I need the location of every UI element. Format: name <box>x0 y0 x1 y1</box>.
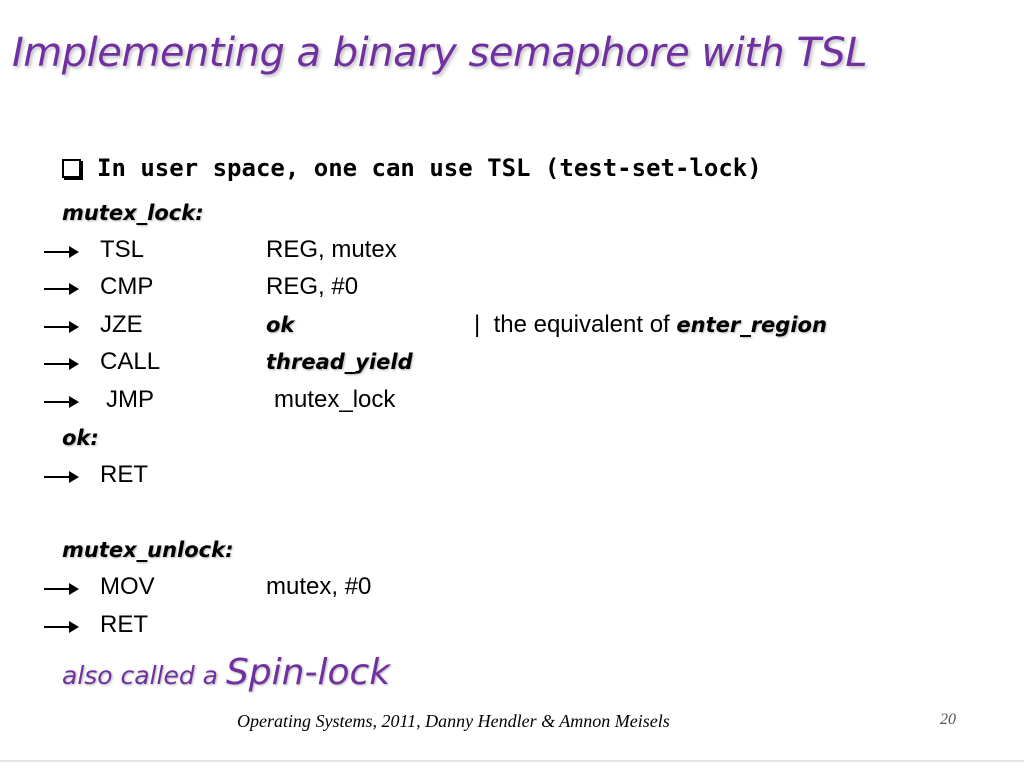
code-comment: | the equivalent of enter_region <box>474 311 827 339</box>
code-line-jmp: JMP mutex_lock <box>0 386 1000 420</box>
operand: REG, #0 <box>266 273 359 300</box>
code-line-jze: JZE ok | the equivalent of enter_region <box>0 311 1000 345</box>
slide-footer: Operating Systems, 2011, Danny Hendler &… <box>237 711 670 731</box>
comment-text: | the equivalent of <box>474 311 677 338</box>
opcode: RET <box>100 461 148 488</box>
bullet-text: In user space, one can use TSL (test-set… <box>97 154 762 182</box>
comment-emphasis: enter_region <box>676 313 827 337</box>
operand: mutex_lock <box>274 386 396 413</box>
label-mutex-unlock: mutex_unlock: <box>62 538 234 562</box>
code-line-tsl: TSL REG, mutex <box>0 236 1000 270</box>
label-ok: ok: <box>62 426 99 450</box>
opcode: JMP <box>106 386 154 413</box>
opcode: CMP <box>100 273 154 300</box>
spin-lock-term: Spin-lock <box>225 652 391 693</box>
right-arrow-icon <box>44 283 79 295</box>
right-arrow-icon <box>44 621 79 633</box>
operand: thread_yield <box>266 350 413 374</box>
spin-lock-note: also called a Spin-lock <box>62 652 390 693</box>
right-arrow-icon <box>44 358 79 370</box>
code-line-ret-unlock: RET <box>0 611 1000 645</box>
code-line-call: CALL thread_yield <box>0 348 1000 382</box>
code-line-ret: RET <box>0 461 1000 495</box>
spin-lock-prefix: also called a <box>62 661 226 690</box>
bottom-divider <box>0 760 1024 762</box>
slide-title: Implementing a binary semaphore with TSL <box>12 30 868 76</box>
checkbox-square-icon <box>62 158 81 178</box>
opcode: TSL <box>100 236 145 263</box>
code-line-cmp: CMP REG, #0 <box>0 273 1000 307</box>
right-arrow-icon <box>44 321 79 333</box>
opcode: JZE <box>100 311 143 338</box>
operand: ok <box>266 313 295 337</box>
right-arrow-icon <box>44 583 79 595</box>
opcode: RET <box>100 611 148 638</box>
right-arrow-icon <box>44 471 79 483</box>
right-arrow-icon <box>44 396 79 408</box>
operand: mutex, #0 <box>266 573 372 600</box>
label-mutex-lock: mutex_lock: <box>62 201 204 225</box>
operand: REG, mutex <box>266 236 397 263</box>
right-arrow-icon <box>44 246 79 258</box>
page-number: 20 <box>940 711 956 728</box>
opcode: CALL <box>100 348 161 375</box>
opcode: MOV <box>100 573 155 600</box>
code-line-mov: MOV mutex, #0 <box>0 573 1000 607</box>
bullet-point: In user space, one can use TSL (test-set… <box>62 154 762 182</box>
